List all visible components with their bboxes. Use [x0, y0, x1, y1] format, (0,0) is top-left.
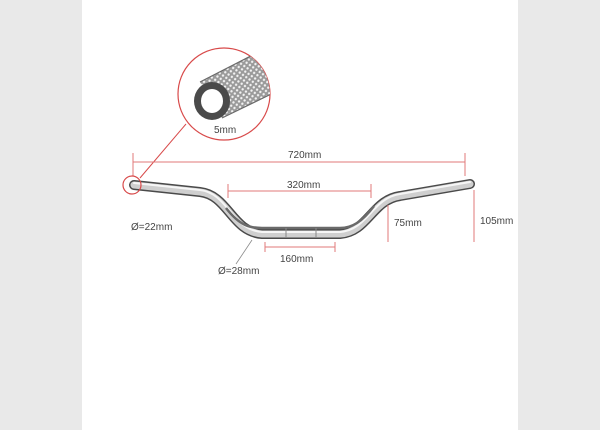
total-rise-dimension: 105mm: [473, 190, 513, 242]
clamp-width-label: 160mm: [280, 254, 313, 265]
clamp-diameter-leader: [235, 239, 253, 265]
handlebar-illustration: [129, 179, 475, 239]
center-width-label: 320mm: [287, 180, 320, 191]
inner-rise-label: 75mm: [394, 218, 422, 229]
callout-leader-line: [139, 123, 187, 179]
end-wall-label: 5mm: [214, 125, 236, 136]
overall-width-dimension: 720mm: [132, 150, 466, 176]
clamp-diameter-label: Ø=28mm: [218, 266, 259, 277]
clamp-width-dimension: 160mm: [264, 242, 336, 265]
center-width-dimension: 320mm: [227, 180, 372, 198]
end-diameter-label: Ø=22mm: [131, 222, 172, 233]
overall-width-label: 720mm: [288, 150, 321, 161]
product-image-panel: [82, 0, 518, 430]
inner-rise-dimension: 75mm: [387, 205, 422, 242]
tube-end-highlight: [122, 175, 142, 195]
tube-end-callout: 5mm: [177, 47, 271, 141]
total-rise-label: 105mm: [480, 216, 513, 227]
